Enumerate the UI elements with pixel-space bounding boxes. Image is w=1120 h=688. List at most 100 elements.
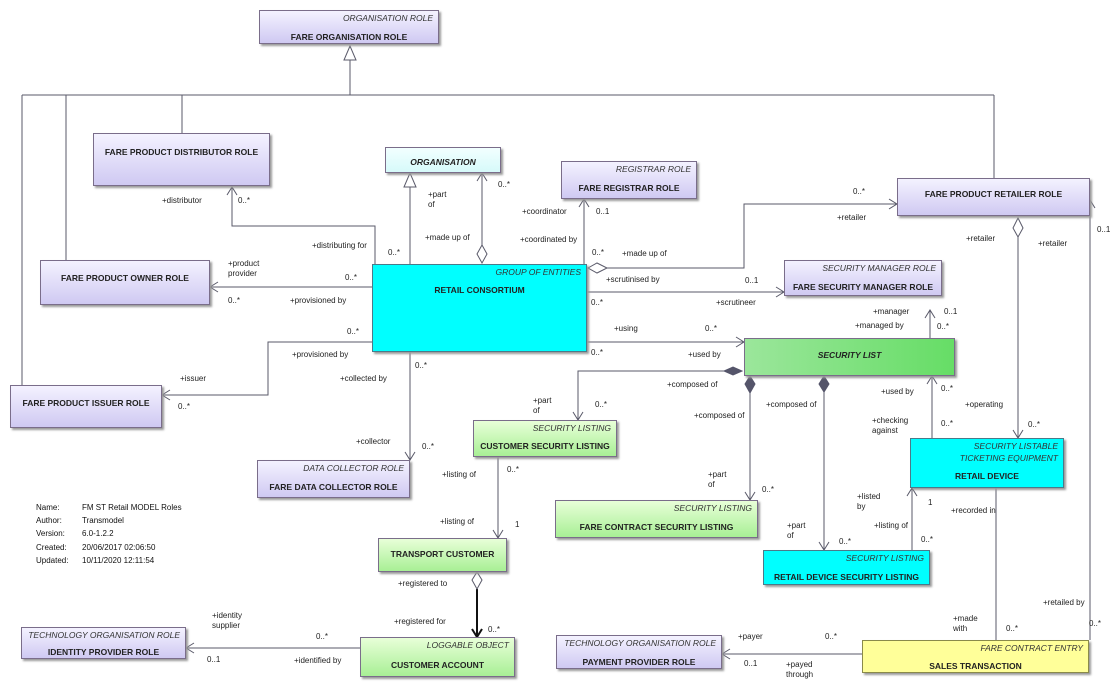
class-name: FARE PRODUCT ISSUER ROLE — [22, 398, 150, 408]
class-name: FARE PRODUCT RETAILER ROLE — [924, 189, 1063, 199]
role-label: +used by — [688, 350, 721, 359]
class-name: RETAIL DEVICE — [955, 471, 1019, 481]
diagram-metadata: Name: FM ST Retail MODEL Roles Author:Tra… — [36, 501, 182, 567]
role-label: +listed by — [857, 492, 881, 511]
retail-consortium-class[interactable]: GROUP OF ENTITIES RETAIL CONSORTIUM — [372, 264, 587, 352]
role-label: +part of — [533, 396, 552, 415]
multiplicity-label: 0..* — [839, 537, 852, 546]
retail-device-security-listing-class[interactable]: SECURITY LISTING RETAIL DEVICE SECURITY … — [763, 550, 930, 585]
multiplicity-label: 0..* — [347, 327, 360, 336]
role-label: +manager — [873, 307, 910, 316]
metadata-value: 10/11/2020 12:11:54 — [82, 555, 155, 565]
class-name: FARE ORGANISATION ROLE — [290, 32, 408, 42]
transport-customer-class[interactable]: TRANSPORT CUSTOMER — [378, 538, 507, 572]
multiplicity-label: 0..1 — [1097, 225, 1111, 234]
role-label: +retailer — [1038, 239, 1068, 248]
fare-data-collector-role-class[interactable]: DATA COLLECTOR ROLE FARE DATA COLLECTOR … — [257, 460, 410, 498]
multiplicity-label: 0..* — [591, 348, 604, 357]
role-label: +recorded in — [951, 506, 996, 515]
metadata-key: Version: — [36, 529, 65, 539]
role-label: +identified by — [294, 656, 342, 665]
class-stereotype: SECURITY LISTING — [673, 503, 752, 513]
metadata-row: Author:Transmodel — [36, 514, 182, 527]
multiplicity-label: 0..1 — [745, 276, 759, 285]
class-name: FARE SECURITY MANAGER ROLE — [792, 282, 934, 292]
multiplicity-label: 0..* — [941, 384, 954, 393]
class-name: CUSTOMER ACCOUNT — [390, 660, 485, 670]
fare-contract-security-listing-class[interactable]: SECURITY LISTING FARE CONTRACT SECURITY … — [555, 500, 758, 538]
class-stereotype: LOGGABLE OBJECT — [426, 640, 509, 650]
multiplicity-label: 0..* — [1006, 624, 1019, 633]
retail-device-class[interactable]: SECURITY LISTABLE TICKETING EQUIPMENT RE… — [910, 438, 1064, 488]
metadata-key: Name: — [36, 503, 60, 512]
role-label: +scrutinised by — [606, 275, 660, 284]
class-stereotype: SECURITY LISTING — [845, 553, 924, 563]
role-label: +issuer — [180, 374, 207, 383]
role-label: +managed by — [855, 321, 904, 330]
metadata-value: Transmodel — [82, 516, 124, 526]
role-label: +scrutineer — [716, 298, 756, 307]
role-label: +made up of — [622, 249, 667, 258]
role-label: +provisioned by — [290, 296, 347, 305]
identity-provider-role-class[interactable]: TECHNOLOGY ORGANISATION ROLE IDENTITY PR… — [21, 627, 186, 659]
fare-product-retailer-role-class[interactable]: FARE PRODUCT RETAILER ROLE — [897, 178, 1090, 216]
security-list-class[interactable]: SECURITY LIST — [744, 338, 955, 376]
class-name: FARE REGISTRAR ROLE — [578, 183, 680, 193]
role-label: +retailed by — [1043, 598, 1085, 607]
role-label: +part of — [428, 190, 447, 209]
metadata-value: FM ST Retail MODEL Roles — [82, 503, 182, 512]
fare-product-distributor-role-class[interactable]: FARE PRODUCT DISTRIBUTOR ROLE — [93, 133, 270, 186]
role-label: +registered for — [394, 617, 446, 626]
multiplicity-label: 0..* — [345, 273, 358, 282]
role-label: +collected by — [340, 374, 387, 383]
class-stereotype: FARE CONTRACT ENTRY — [980, 643, 1083, 653]
role-label: +checking against — [872, 416, 909, 435]
multiplicity-label: 0..* — [498, 180, 511, 189]
fare-security-manager-role-class[interactable]: SECURITY MANAGER ROLE FARE SECURITY MANA… — [784, 260, 942, 296]
multiplicity-label: 0..1 — [596, 207, 610, 216]
class-stereotype: TECHNOLOGY ORGANISATION ROLE — [564, 638, 716, 648]
role-label: +distributing for — [312, 241, 367, 250]
customer-account-class[interactable]: LOGGABLE OBJECT CUSTOMER ACCOUNT — [360, 637, 515, 677]
multiplicity-label: 0..* — [937, 322, 950, 331]
fare-product-owner-role-class[interactable]: FARE PRODUCT OWNER ROLE — [40, 260, 210, 305]
multiplicity-label: 0..1 — [944, 307, 958, 316]
role-label: +coordinator — [522, 207, 567, 216]
role-label: +part of — [708, 470, 727, 489]
multiplicity-label: 0..* — [488, 625, 501, 634]
multiplicity-label: 0..* — [178, 402, 191, 411]
multiplicity-label: 0..* — [825, 632, 838, 641]
role-label: +coordinated by — [520, 235, 578, 244]
role-label: +using — [614, 324, 638, 333]
multiplicity-label: 0..1 — [207, 655, 221, 664]
multiplicity-label: 1 — [928, 498, 933, 507]
organisation-class[interactable]: ORGANISATION — [385, 147, 501, 173]
customer-security-listing-class[interactable]: SECURITY LISTING CUSTOMER SECURITY LISTI… — [473, 420, 617, 457]
metadata-value: 6.0-1.2.2 — [82, 529, 114, 539]
fare-organisation-role-class[interactable]: ORGANISATION ROLE FARE ORGANISATION ROLE — [259, 10, 439, 44]
class-stereotype: TECHNOLOGY ORGANISATION ROLE — [28, 630, 180, 640]
role-label: +listing of — [874, 521, 909, 530]
multiplicity-label: 1 — [515, 520, 520, 529]
metadata-key: Created: — [36, 542, 67, 552]
multiplicity-label: 0..* — [1089, 619, 1102, 628]
multiplicity-label: 0..* — [762, 485, 775, 494]
class-name: PAYMENT PROVIDER ROLE — [582, 657, 696, 667]
class-stereotype: GROUP OF ENTITIES — [495, 267, 581, 277]
multiplicity-label: 0..* — [415, 361, 428, 370]
payment-provider-role-class[interactable]: TECHNOLOGY ORGANISATION ROLE PAYMENT PRO… — [556, 635, 722, 669]
class-stereotype: DATA COLLECTOR ROLE — [303, 463, 404, 473]
role-label: +made up of — [425, 233, 470, 242]
role-label: +registered to — [398, 579, 448, 588]
class-stereotype-2: TICKETING EQUIPMENT — [959, 453, 1058, 463]
fare-product-issuer-role-class[interactable]: FARE PRODUCT ISSUER ROLE — [10, 385, 162, 428]
fare-registrar-role-class[interactable]: REGISTRAR ROLE FARE REGISTRAR ROLE — [561, 161, 697, 199]
class-name: TRANSPORT CUSTOMER — [390, 549, 495, 559]
class-name: SALES TRANSACTION — [929, 661, 1022, 671]
sales-transaction-class[interactable]: FARE CONTRACT ENTRY SALES TRANSACTION — [862, 640, 1089, 673]
multiplicity-label: 0..* — [591, 298, 604, 307]
class-name: ORGANISATION — [410, 157, 476, 167]
class-stereotype: SECURITY MANAGER ROLE — [822, 263, 936, 273]
role-label: +retailer — [966, 234, 996, 243]
